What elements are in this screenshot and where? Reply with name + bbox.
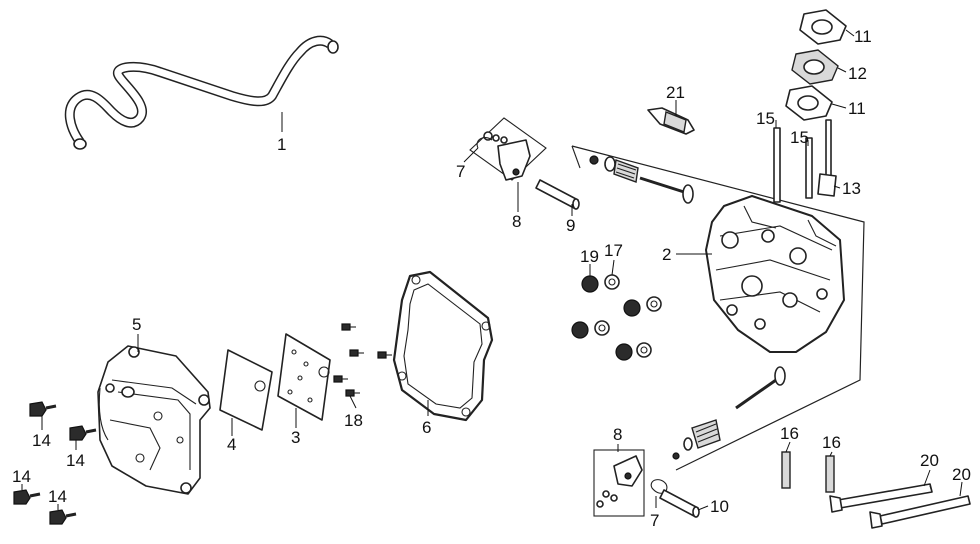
callout-14-a: 14 <box>32 431 51 450</box>
callout-11-mid: 11 <box>848 99 866 118</box>
callout-15-left: 15 <box>756 109 775 128</box>
callout-20-right: 20 <box>952 465 971 484</box>
part-spark-plug <box>647 107 695 135</box>
callout-18: 18 <box>344 411 363 430</box>
callout-7-bottom: 7 <box>650 511 659 530</box>
callout-3: 3 <box>291 428 300 447</box>
callout-12: 12 <box>848 64 867 83</box>
part-gasket <box>392 270 494 422</box>
callout-8-top: 8 <box>512 212 521 231</box>
callout-8-bottom: 8 <box>613 425 622 444</box>
callout-21: 21 <box>666 83 685 102</box>
callout-15-right: 15 <box>790 128 809 147</box>
part-cylinder-head-group <box>571 145 865 471</box>
callout-10: 10 <box>710 497 729 516</box>
callout-labels: 1 2 3 4 5 6 7 7 8 8 9 10 11 12 11 13 15 … <box>12 27 971 530</box>
callout-19: 19 <box>580 247 599 266</box>
callout-16-left: 16 <box>780 424 799 443</box>
part-head-cover <box>97 345 211 495</box>
part-rocker-shaft-lower <box>659 489 700 518</box>
callout-20-left: 20 <box>920 451 939 470</box>
callout-4: 4 <box>227 435 236 454</box>
callout-11-top: 11 <box>854 27 872 46</box>
callout-9: 9 <box>566 216 575 235</box>
callout-14-d: 14 <box>48 487 67 506</box>
part-screws <box>333 323 392 397</box>
callout-6: 6 <box>422 418 431 437</box>
part-rocker-arm-top <box>469 117 547 181</box>
callout-5: 5 <box>132 315 141 334</box>
part-long-bolts <box>829 483 971 529</box>
callout-17: 17 <box>604 241 623 260</box>
callout-16-right: 16 <box>822 433 841 452</box>
part-exhaust-gaskets <box>785 9 847 121</box>
callout-14-b: 14 <box>66 451 85 470</box>
part-breather-hose <box>64 35 339 150</box>
part-studs-upper <box>773 119 837 203</box>
part-bolts <box>13 401 97 525</box>
callout-1: 1 <box>277 135 286 154</box>
callout-13: 13 <box>842 179 861 198</box>
callout-14-c: 14 <box>12 467 31 486</box>
part-plate <box>219 349 273 431</box>
callout-7-top: 7 <box>456 162 465 181</box>
leader-lines <box>21 29 963 511</box>
part-reed-plate <box>277 333 331 421</box>
callout-2: 2 <box>662 245 671 264</box>
part-studs-lower <box>781 451 835 493</box>
part-rocker-shaft <box>535 179 580 210</box>
part-rocker-arm-bottom <box>593 449 668 517</box>
part-nuts-washers <box>571 274 662 361</box>
